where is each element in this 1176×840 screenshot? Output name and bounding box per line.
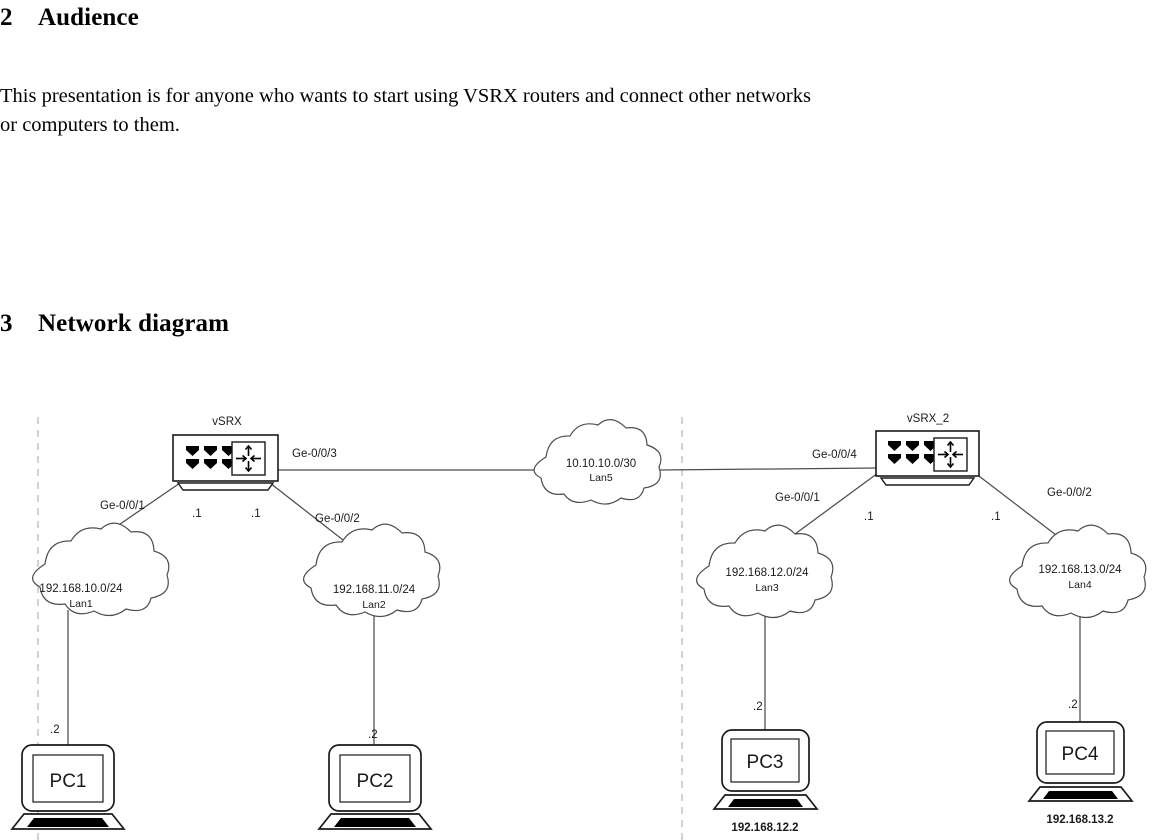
pc2-keyboard (334, 818, 416, 827)
pc2-screen (339, 754, 411, 803)
section-title: Audience (38, 4, 139, 31)
pc4-screen (1045, 730, 1115, 775)
cloud-lan5-name: Lan5 (589, 472, 613, 484)
cloud-lan2-shape (303, 523, 441, 618)
pc2-label: PC2 (357, 771, 394, 792)
section-heading-audience: 2 Audience (0, 4, 139, 32)
cloud-lan1-shape (32, 522, 170, 617)
cloud-lan3-name: Lan3 (755, 582, 779, 594)
pc4-keyboard (1043, 791, 1118, 799)
cloud-lan4-shape (1009, 524, 1147, 619)
pc1-label: PC1 (50, 771, 87, 792)
interface-label-r1-ge3: Ge-0/0/3 (292, 448, 337, 460)
pc3-screen (730, 738, 800, 783)
link-lan5-to-r2-ge4 (659, 467, 879, 471)
interface-label-r2-ge1: Ge-0/0/1 (775, 492, 820, 504)
audience-paragraph-line-1: This presentation is for anyone who want… (0, 85, 811, 107)
cloud-lan5-network: 10.10.10.0/30 (566, 458, 636, 470)
pc3-label: PC3 (747, 752, 784, 773)
interface-label-r1-ge1: Ge-0/0/1 (100, 500, 145, 512)
cloud-lan1-name: Lan1 (69, 598, 93, 610)
router-vsrx1-routing-arrows-icon (231, 441, 266, 476)
ip-octet-pc2: .2 (368, 729, 378, 741)
pc1-keyboard (27, 818, 109, 827)
link-r1-ge2-to-lan2 (269, 482, 353, 548)
cloud-lan1[interactable]: 192.168.10.0/24 Lan1 (32, 522, 170, 617)
router-vsrx2-base (879, 477, 976, 486)
cloud-lan4-name: Lan4 (1068, 579, 1092, 591)
network-diagram: vSRX (0, 395, 1176, 840)
interface-label-r1-ge2: Ge-0/0/2 (315, 513, 360, 525)
pc4-label: PC4 (1062, 744, 1099, 765)
host-pc3[interactable]: PC3 192.168.12.2 (712, 729, 819, 834)
cloud-lan3-shape (696, 524, 834, 619)
audience-paragraph-line-2: or computers to them. (0, 114, 180, 136)
cloud-lan5[interactable]: 10.10.10.0/30 Lan5 (533, 419, 662, 505)
cloud-lan2[interactable]: 192.168.11.0/24 Lan2 (303, 523, 441, 618)
host-pc2[interactable]: PC2 (317, 744, 433, 830)
ip-octet-pc1: .2 (50, 724, 60, 736)
cloud-lan5-shape (533, 419, 662, 505)
router-vsrx1-label: vSRX (212, 416, 242, 428)
ip-octet-r2-ge2: .1 (991, 511, 1001, 523)
router-vsrx2[interactable]: vSRX_2 (875, 413, 980, 486)
cloud-lan3-network: 192.168.12.0/24 (725, 567, 809, 579)
section-number: 3 (0, 310, 13, 337)
section-title: Network diagram (38, 310, 230, 337)
cloud-lan1-network: 192.168.10.0/24 (39, 583, 123, 595)
ip-octet-r1-ge1: .1 (192, 508, 202, 520)
interface-label-r2-ge2: Ge-0/0/2 (1047, 487, 1092, 499)
cloud-lan2-network: 192.168.11.0/24 (333, 584, 416, 596)
ip-octet-r2-ge1: .1 (864, 511, 874, 523)
router-vsrx1-base (176, 482, 275, 491)
ip-octet-pc4: .2 (1068, 699, 1078, 711)
host-pc4[interactable]: PC4 192.168.13.2 (1027, 721, 1134, 826)
cloud-lan4-network: 192.168.13.0/24 (1038, 564, 1122, 576)
pc1-screen (32, 754, 104, 803)
router-vsrx2-label: vSRX_2 (907, 413, 949, 425)
pc4-address: 192.168.13.2 (1046, 814, 1113, 826)
ip-octet-pc3: .2 (753, 701, 763, 713)
pc3-keyboard (728, 799, 803, 807)
interface-label-r2-ge4: Ge-0/0/4 (812, 449, 857, 461)
router-vsrx2-routing-arrows-icon (933, 437, 968, 472)
ip-octet-r1-ge2: .1 (251, 508, 261, 520)
router-vsrx1[interactable]: vSRX (172, 416, 279, 491)
section-number: 2 (0, 4, 13, 31)
cloud-lan2-name: Lan2 (362, 599, 386, 611)
section-heading-network-diagram: 3 Network diagram (0, 310, 229, 338)
host-pc1[interactable]: PC1 (10, 744, 126, 830)
cloud-lan3[interactable]: 192.168.12.0/24 Lan3 (696, 524, 834, 619)
cloud-lan4[interactable]: 192.168.13.0/24 Lan4 (1009, 524, 1147, 619)
pc3-address: 192.168.12.2 (731, 822, 798, 834)
